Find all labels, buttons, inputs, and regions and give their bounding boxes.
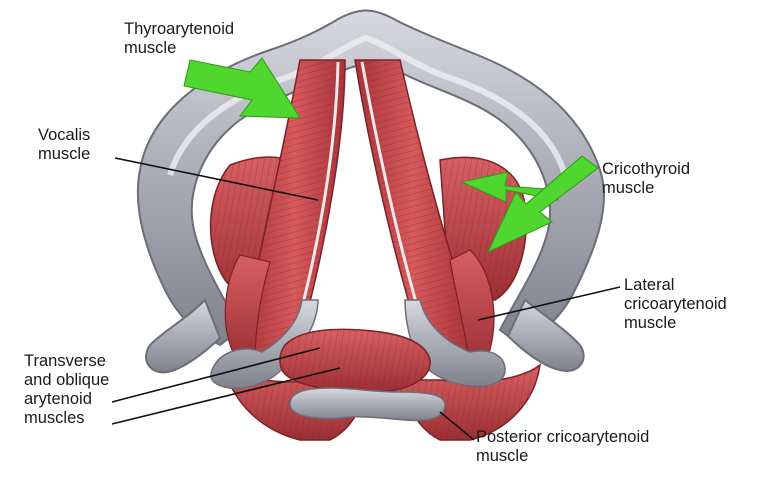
thyroarytenoid-arrow <box>183 57 301 119</box>
transverse-leader-1 <box>111 347 321 403</box>
thyroarytenoid-label: Thyroarytenoid muscle <box>124 20 235 57</box>
cricoid-lamina <box>289 387 446 422</box>
vocalis-label: Vocalis muscle <box>38 126 91 163</box>
vocalis-leader <box>114 157 319 201</box>
posterior-cricoarytenoid-label: Posterior cricoarytenoid muscle <box>476 428 650 465</box>
transverse-arytenoid <box>279 328 431 393</box>
cricothyroid-label: Cricothyroid muscle <box>602 160 691 197</box>
transverse-leader-2 <box>111 367 341 425</box>
posterior-leader <box>439 411 475 441</box>
lateral-leader <box>477 286 621 321</box>
cricothyroid-arrow-lower <box>486 155 599 254</box>
lateral-cricoarytenoid-label: Lateral cricoarytenoid muscle <box>624 276 727 332</box>
leader-lines <box>111 157 621 441</box>
transverse-oblique-arytenoid-label: Transverse and oblique arytenoid muscles <box>24 352 110 427</box>
